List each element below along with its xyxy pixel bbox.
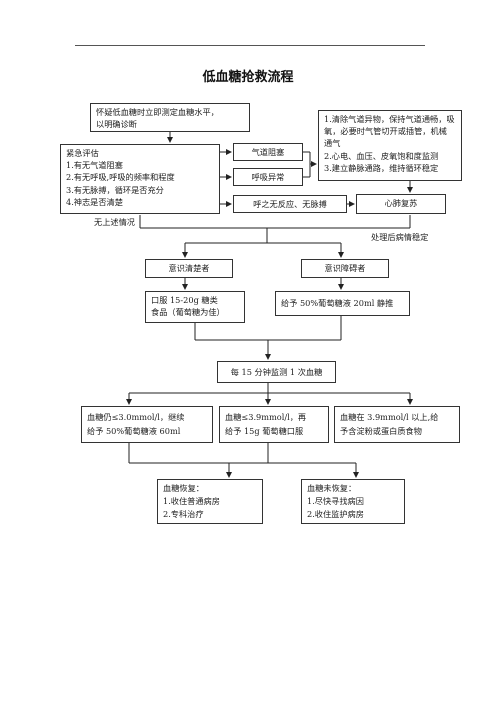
iv-glucose-node: 给予 50%葡萄糖液 20ml 静推 (275, 291, 410, 316)
not-recovered-node: 血糖未恢复： 1.尽快寻找病因 2.收住监护病房 (301, 479, 405, 524)
unconscious-node: 意识障碍者 (301, 259, 389, 278)
airway-measures-node: 1.清除气道异物，保持气道通畅，吸 氧，必要时气管切开或插管，机械 通气 2.心… (318, 110, 462, 181)
page-title: 低血糖抢救流程 (202, 70, 294, 85)
low-oral-node: 血糖≤3.9mmol/l，再 给予 15g 葡萄糖口服 (219, 406, 329, 443)
none-above-label: 无上述情况 (94, 217, 135, 227)
recovered-node: 血糖恢复： 1.收住普通病房 2.专科治疗 (157, 479, 263, 524)
airway-block-node: 气道阻塞 (233, 143, 303, 161)
no-response-node: 呼之无反应、无脉搏 (233, 195, 347, 213)
suspect-node: 怀疑低血糖时立即测定血糖水平， 以明确诊断 (90, 103, 250, 132)
assess-node: 紧急评估 1.有无气道阻塞 2.有无呼吸,呼吸的频率和程度 3.有无脉搏，循环是… (60, 144, 220, 214)
cpr-node: 心肺复苏 (356, 194, 446, 214)
oral-sugar-node: 口服 15-20g 糖类 食品（葡萄糖为佳） (145, 291, 245, 323)
breath-abnormal-node: 呼吸异常 (233, 168, 303, 186)
above-threshold-node: 血糖在 3.9mmol/l 以上,给 予含淀粉或蛋白质食物 (334, 406, 460, 443)
low-still-node: 血糖仍≤3.0mmol/l，继续 给予 50%葡萄糖液 60ml (81, 406, 213, 443)
monitor-node: 每 15 分钟监测 1 次血糖 (217, 361, 336, 383)
header-rule (75, 45, 425, 46)
conscious-node: 意识清楚者 (145, 259, 233, 278)
stable-label: 处理后病情稳定 (371, 232, 429, 242)
